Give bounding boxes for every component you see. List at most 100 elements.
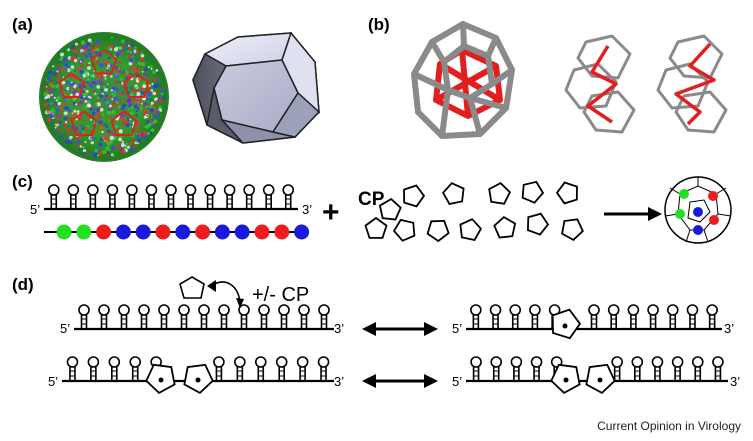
rna-hairpin bbox=[607, 304, 620, 329]
coat-protein-pentagon bbox=[526, 212, 550, 236]
rna-double-bound-row2-left bbox=[62, 356, 334, 395]
rna-hairpin bbox=[204, 184, 216, 209]
rna-hairpin bbox=[47, 184, 60, 209]
coat-protein-pentagon bbox=[364, 216, 388, 239]
rna-hairpin bbox=[651, 356, 664, 381]
coat-protein-pentagon bbox=[378, 197, 402, 221]
rna-hairpin bbox=[666, 304, 679, 329]
rna-hairpin bbox=[278, 304, 290, 329]
virus-capsid-model bbox=[39, 32, 169, 162]
rna-hairpin bbox=[691, 356, 704, 381]
rna-hairpin bbox=[611, 356, 623, 381]
rna-hairpin bbox=[530, 356, 543, 381]
rna-hairpin bbox=[510, 356, 523, 381]
packaging-signal-bead bbox=[96, 224, 112, 240]
packaging-signal-beads bbox=[44, 224, 310, 240]
assembled-capsid bbox=[664, 176, 732, 244]
rna-hairpin bbox=[213, 356, 225, 381]
rna-hairpin bbox=[631, 356, 644, 381]
dodecahedral-cage bbox=[411, 21, 515, 139]
row1-left-five-prime: 5’ bbox=[60, 321, 70, 336]
coat-protein-pentagon bbox=[493, 215, 517, 239]
packaging-signal-bead bbox=[175, 224, 191, 240]
rna-hairpin bbox=[184, 184, 197, 209]
row1-left-three-prime: 3’ bbox=[334, 321, 344, 336]
coat-protein-pentagon bbox=[521, 180, 545, 204]
dodecahedron-solid bbox=[192, 31, 321, 144]
coat-protein-pentagon bbox=[488, 181, 511, 205]
rna-hairpin bbox=[647, 304, 659, 329]
packaging-signal-bead bbox=[274, 224, 290, 240]
rna-hairpin bbox=[706, 304, 718, 329]
row2-right-three-prime: 3’ bbox=[730, 374, 740, 389]
five-prime-label: 5’ bbox=[30, 202, 40, 217]
row1-right-three-prime: 3’ bbox=[724, 321, 734, 336]
row1-right-five-prime: 5’ bbox=[452, 321, 462, 336]
rna-hairpin bbox=[470, 304, 482, 329]
rna-bound-row1 bbox=[466, 304, 722, 340]
coat-protein-pentagon bbox=[392, 218, 416, 242]
rna-hairpin bbox=[243, 184, 255, 209]
rna-hairpin bbox=[671, 356, 684, 381]
packaging-signal-bead bbox=[214, 224, 230, 240]
rna-hairpin bbox=[509, 304, 522, 329]
cp-label: CP bbox=[358, 189, 385, 210]
rna-hairpin bbox=[298, 304, 310, 329]
rna-hairpin bbox=[108, 356, 121, 381]
rna-hairpin bbox=[126, 184, 138, 209]
coat-protein-pentagon bbox=[561, 218, 584, 242]
cp-toggle-label: +/- CP bbox=[252, 284, 309, 306]
rna-hairpin bbox=[238, 304, 250, 329]
rna-unbound-row1 bbox=[74, 304, 334, 331]
rna-hairpin bbox=[529, 304, 541, 329]
rna-hairpin bbox=[318, 304, 330, 329]
rna-hairpin bbox=[627, 304, 640, 329]
panel-label-c: (c) bbox=[12, 172, 33, 191]
coat-protein-pentagon bbox=[459, 218, 483, 242]
rna-hairpin bbox=[223, 184, 236, 209]
row2-left-five-prime: 5’ bbox=[48, 374, 58, 389]
rna-hairpin bbox=[254, 356, 267, 381]
rna-hairpin bbox=[712, 356, 724, 381]
rna-hairpin bbox=[296, 356, 309, 381]
rna-hairpin bbox=[145, 184, 158, 209]
plus-sign: + bbox=[322, 196, 340, 229]
panel-label-a: (a) bbox=[12, 15, 33, 34]
three-prime-label: 3’ bbox=[302, 202, 312, 217]
packaging-signal-bead bbox=[294, 224, 310, 240]
figure-source-credit: Current Opinion in Virology bbox=[597, 419, 741, 433]
row2-right-five-prime: 5’ bbox=[452, 374, 462, 389]
rna-hairpin bbox=[67, 184, 80, 209]
row2-left-three-prime: 3’ bbox=[334, 374, 344, 389]
packaging-signal-bead bbox=[115, 224, 131, 240]
pentagon-pair-zigzag-1 bbox=[564, 34, 636, 134]
rna-hairpin bbox=[178, 304, 190, 329]
rna-hairpin bbox=[218, 304, 230, 329]
packaging-signal-bead bbox=[135, 224, 151, 240]
rna-hairpin bbox=[490, 356, 503, 381]
equilibrium-arrow-row1 bbox=[362, 322, 438, 336]
rna-hairpin bbox=[98, 304, 110, 329]
coat-protein-pentagon bbox=[426, 219, 450, 243]
rna-hairpin bbox=[198, 304, 210, 329]
rna-hairpin bbox=[158, 304, 170, 329]
panel-label-d: (d) bbox=[12, 275, 34, 294]
rna-hairpin bbox=[129, 356, 142, 381]
rna-hairpin bbox=[282, 184, 295, 209]
rna-hairpin bbox=[106, 184, 119, 209]
rna-hairpin bbox=[275, 356, 288, 381]
coat-protein-pentagon bbox=[555, 181, 578, 205]
rna-hairpin bbox=[234, 356, 246, 381]
rna-hairpin bbox=[118, 304, 130, 329]
rna-hairpin bbox=[262, 184, 275, 209]
rna-hairpin bbox=[588, 304, 600, 329]
rna-hairpin bbox=[470, 356, 482, 381]
coat-protein-pentagon bbox=[441, 182, 465, 206]
packaging-signal-bead bbox=[155, 224, 171, 240]
packaging-signal-bead bbox=[56, 224, 72, 240]
rna-hairpin bbox=[317, 356, 330, 381]
cp-toggle-pentagon bbox=[179, 276, 244, 308]
rna-hairpin bbox=[686, 304, 699, 329]
packaging-signal-bead bbox=[234, 224, 250, 240]
